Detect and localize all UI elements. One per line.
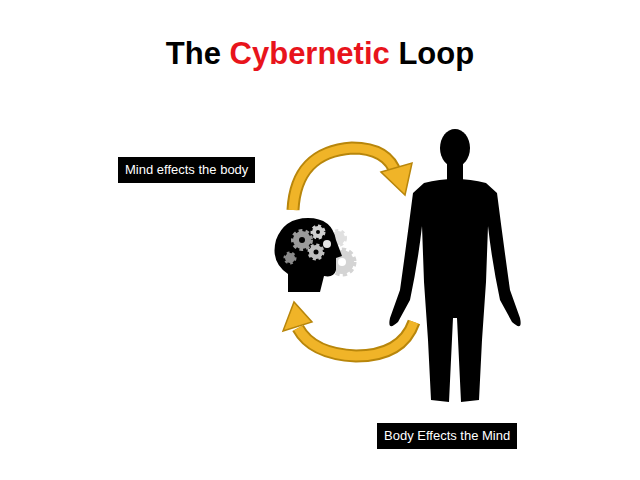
label-box: Body Effects the Mind [377, 423, 517, 449]
mind-head-icon [275, 218, 355, 292]
loop-arrow [293, 148, 412, 210]
body-silhouette [389, 129, 520, 402]
label-box: Mind effects the body [118, 157, 255, 183]
diagram-title: The Cybernetic Loop [0, 36, 640, 72]
label-text: Body Effects the Mind [384, 428, 510, 444]
label-text: Mind effects the body [125, 162, 248, 178]
